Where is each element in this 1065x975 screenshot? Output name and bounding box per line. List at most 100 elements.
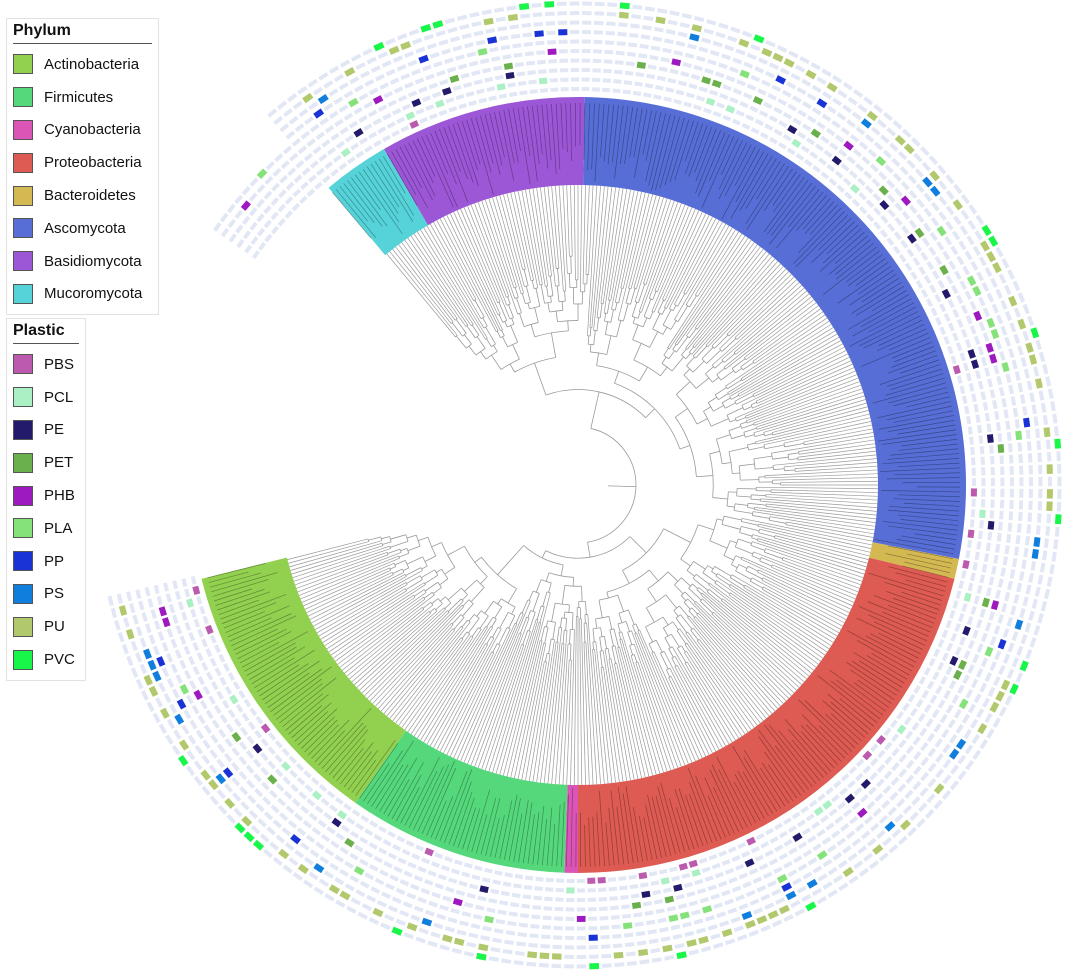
plastic-ring-cell (509, 24, 520, 30)
tree-branch (632, 317, 636, 324)
plastic-ring-cell (781, 89, 792, 98)
tree-branch (662, 627, 669, 637)
plastic-ring-cell (454, 859, 463, 866)
plastic-ring-cell (932, 671, 940, 681)
plastic-ring-cell (907, 174, 917, 185)
plastic-ring-cell (904, 262, 913, 272)
phylum-swatch (13, 152, 33, 173)
tree-branch (621, 631, 664, 773)
plastic-ring-cell (391, 108, 402, 116)
tree-branch (741, 556, 853, 607)
tree-branch (713, 405, 724, 412)
plastic-ring-cell (942, 758, 952, 769)
plastic-ring-cell (957, 613, 965, 623)
plastic-ring-cell (438, 109, 448, 116)
plastic-mark (174, 713, 185, 725)
plastic-ring-cell (421, 857, 431, 865)
tree-branch (745, 416, 747, 419)
plastic-ring-cell (759, 110, 769, 118)
plastic-ring-cell (756, 885, 767, 893)
tree-branch (745, 377, 859, 422)
species-label-mark (860, 298, 912, 328)
plastic-ring-cell (941, 789, 952, 800)
tree-branch (287, 538, 369, 560)
plastic-ring-cell (285, 130, 296, 140)
plastic-ring-cell (657, 8, 668, 14)
plastic-ring-cell (1017, 442, 1023, 452)
plastic-ring-cell (301, 167, 311, 176)
plastic-ring-cell (114, 619, 121, 631)
tree-branch (500, 335, 505, 338)
plastic-ring-cell (250, 825, 261, 835)
plastic-ring-cell (389, 874, 399, 882)
plastic-ring-cell (272, 167, 282, 177)
plastic-ring-cell (685, 92, 695, 99)
tree-branch (742, 362, 754, 371)
plastic-mark (783, 58, 795, 68)
plastic-ring-cell (703, 28, 714, 35)
tree-branch (423, 591, 433, 599)
species-label-mark (853, 652, 905, 684)
plastic-ring-cell (937, 699, 946, 709)
plastic-ring-cell (359, 858, 369, 867)
plastic-ring-cell (221, 699, 230, 710)
plastic-ring-cell (469, 883, 479, 890)
plastic-ring-cell (878, 171, 888, 181)
plastic-ring-cell (1011, 631, 1019, 642)
plastic-ring-cell (436, 913, 447, 921)
plastic-ring-cell (973, 335, 981, 346)
plastic-ring-cell (228, 233, 237, 243)
plastic-ring-cell (270, 197, 280, 206)
plastic-ring-cell (268, 789, 278, 799)
species-label-mark (508, 798, 521, 861)
plastic-ring-cell (788, 50, 799, 59)
plastic-ring-cell (288, 857, 299, 867)
plastic-mark (534, 30, 544, 38)
plastic-ring-cell (396, 116, 406, 124)
tree-branch (426, 225, 482, 319)
tree-branch (758, 523, 872, 549)
tree-branch (685, 227, 733, 305)
plastic-ring-cell (905, 774, 915, 784)
tree-branch (474, 556, 482, 563)
plastic-ring-cell (933, 799, 943, 810)
tree-branch (759, 557, 762, 562)
tree-branch (773, 468, 785, 471)
plastic-ring-cell (979, 739, 989, 750)
plastic-ring-cell (768, 115, 778, 123)
plastic-mark (705, 97, 716, 106)
plastic-ring-cell (192, 665, 200, 676)
plastic-ring-cell (383, 860, 393, 869)
tree-branch (399, 552, 409, 558)
plastic-ring-cell (290, 783, 299, 793)
plastic-ring-cell (1015, 672, 1024, 683)
plastic-ring-cell (671, 875, 681, 882)
plastic-ring-cell (625, 61, 635, 67)
plastic-ring-cell (135, 589, 142, 599)
plastic-ring-cell (179, 635, 187, 645)
species-label-mark (227, 617, 272, 638)
plastic-ring-cell (757, 88, 767, 96)
plastic-mark (967, 529, 975, 539)
plastic-ring-cell (848, 815, 859, 825)
tree-branch (744, 357, 747, 360)
species-label-mark (730, 153, 769, 219)
tree-branch (723, 515, 742, 521)
sector-actinobacteria (201, 557, 406, 803)
plastic-ring-cell (947, 345, 954, 355)
tree-branch (687, 617, 770, 717)
species-label-mark (849, 669, 895, 700)
plastic-ring-cell (956, 294, 964, 305)
tree-branch (561, 585, 566, 605)
plastic-ring-cell (471, 21, 482, 28)
plastic-ring-cell (466, 941, 477, 948)
plastic-ring-cell (842, 104, 852, 114)
plastic-ring-cell (970, 509, 976, 518)
tree-branch (497, 598, 502, 605)
plastic-ring-cell (949, 609, 956, 619)
species-label-mark (311, 719, 350, 759)
species-label-mark (612, 105, 619, 163)
species-label-mark (858, 605, 929, 637)
plastic-ring-cell (308, 812, 318, 822)
plastic-ring-cell (998, 706, 1007, 717)
